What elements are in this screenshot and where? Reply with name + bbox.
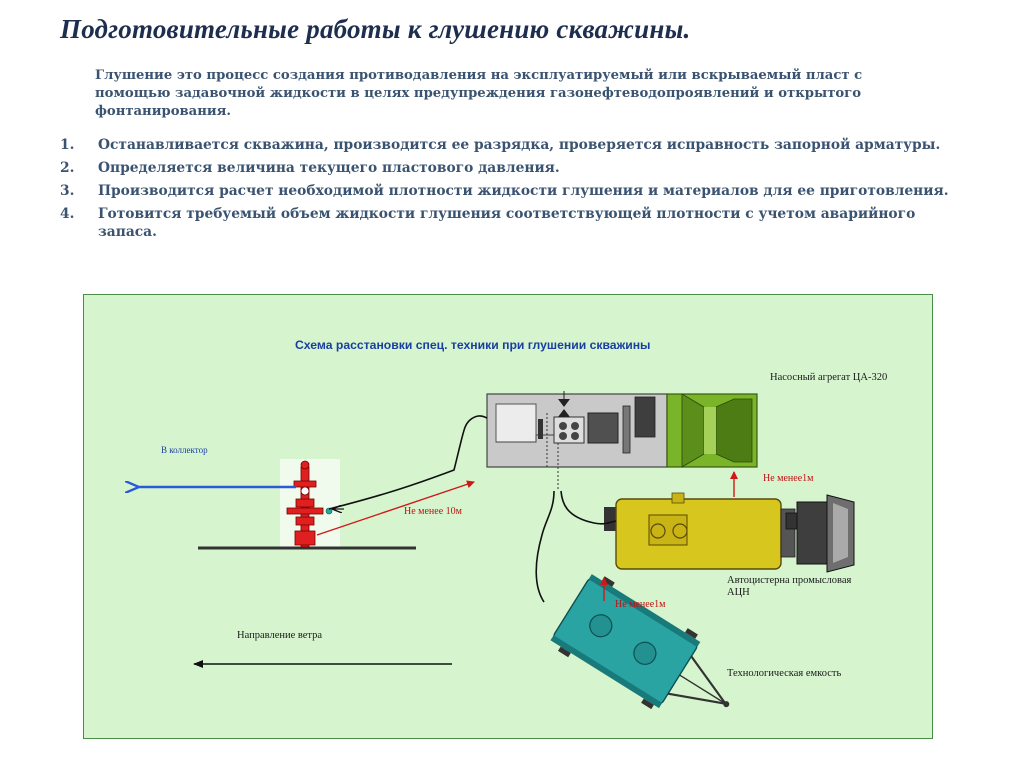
pump-unit-label: Насосный агрегат ЦА-320 bbox=[770, 372, 888, 383]
collector-label: В коллектор bbox=[161, 445, 208, 455]
step-text: Готовится требуемый объем жидкости глуше… bbox=[98, 206, 916, 240]
step-text: Определяется величина текущего пластовог… bbox=[98, 160, 560, 176]
step-number: 3. bbox=[60, 183, 75, 199]
distance-label-10m: Не менее 10м bbox=[404, 506, 462, 517]
list-item: 3. Производится расчет необходимой плотно… bbox=[60, 182, 960, 200]
page-title: Подготовительные работы к глушению скваж… bbox=[60, 14, 691, 44]
scheme-title: Схема расстановки спец. техники при глуш… bbox=[295, 338, 651, 352]
tank-truck-label: Автоцистерна промысловая АЦН bbox=[727, 575, 851, 599]
intro-paragraph: Глушение это процесс создания противодав… bbox=[95, 68, 863, 119]
tank-truck-icon bbox=[604, 492, 855, 573]
step-number: 2. bbox=[60, 160, 75, 176]
hose-pump-to-tank-truck bbox=[560, 490, 617, 525]
list-item: 2. Определяется величина текущего пластов… bbox=[60, 159, 960, 177]
distance-label-tank: Не менее1м bbox=[615, 599, 666, 610]
wind-label: Направление ветра bbox=[237, 630, 323, 641]
hose-pump-to-well bbox=[328, 415, 488, 510]
scheme-drawing bbox=[84, 391, 855, 710]
step-number: 4. bbox=[60, 206, 75, 222]
tank-truck-label-line1: Автоцистерна промысловая bbox=[727, 575, 852, 586]
list-item: 4. Готовится требуемый объем жидкости глу… bbox=[60, 205, 960, 241]
distance-label-pump: Не менее1м bbox=[763, 473, 814, 484]
wellhead-icon bbox=[286, 460, 333, 548]
distance-arrow-10m bbox=[316, 480, 475, 536]
tank-truck-label-line2: АЦН bbox=[727, 587, 750, 598]
list-item: 1. Останавливается скважина, производится… bbox=[60, 136, 960, 154]
hose-pump-to-tech-tank bbox=[535, 490, 555, 603]
tech-tank-label: Технологическая емкость bbox=[727, 668, 842, 679]
step-text: Останавливается скважина, производится е… bbox=[98, 137, 941, 153]
tech-tank-icon bbox=[550, 574, 730, 710]
step-text: Производится расчет необходимой плотност… bbox=[98, 183, 949, 199]
steps-list: 1. Останавливается скважина, производится… bbox=[60, 136, 960, 246]
pump-unit-icon bbox=[486, 391, 758, 490]
equipment-layout-scheme: Схема расстановки спец. техники при глуш… bbox=[83, 294, 933, 739]
step-number: 1. bbox=[60, 137, 75, 153]
